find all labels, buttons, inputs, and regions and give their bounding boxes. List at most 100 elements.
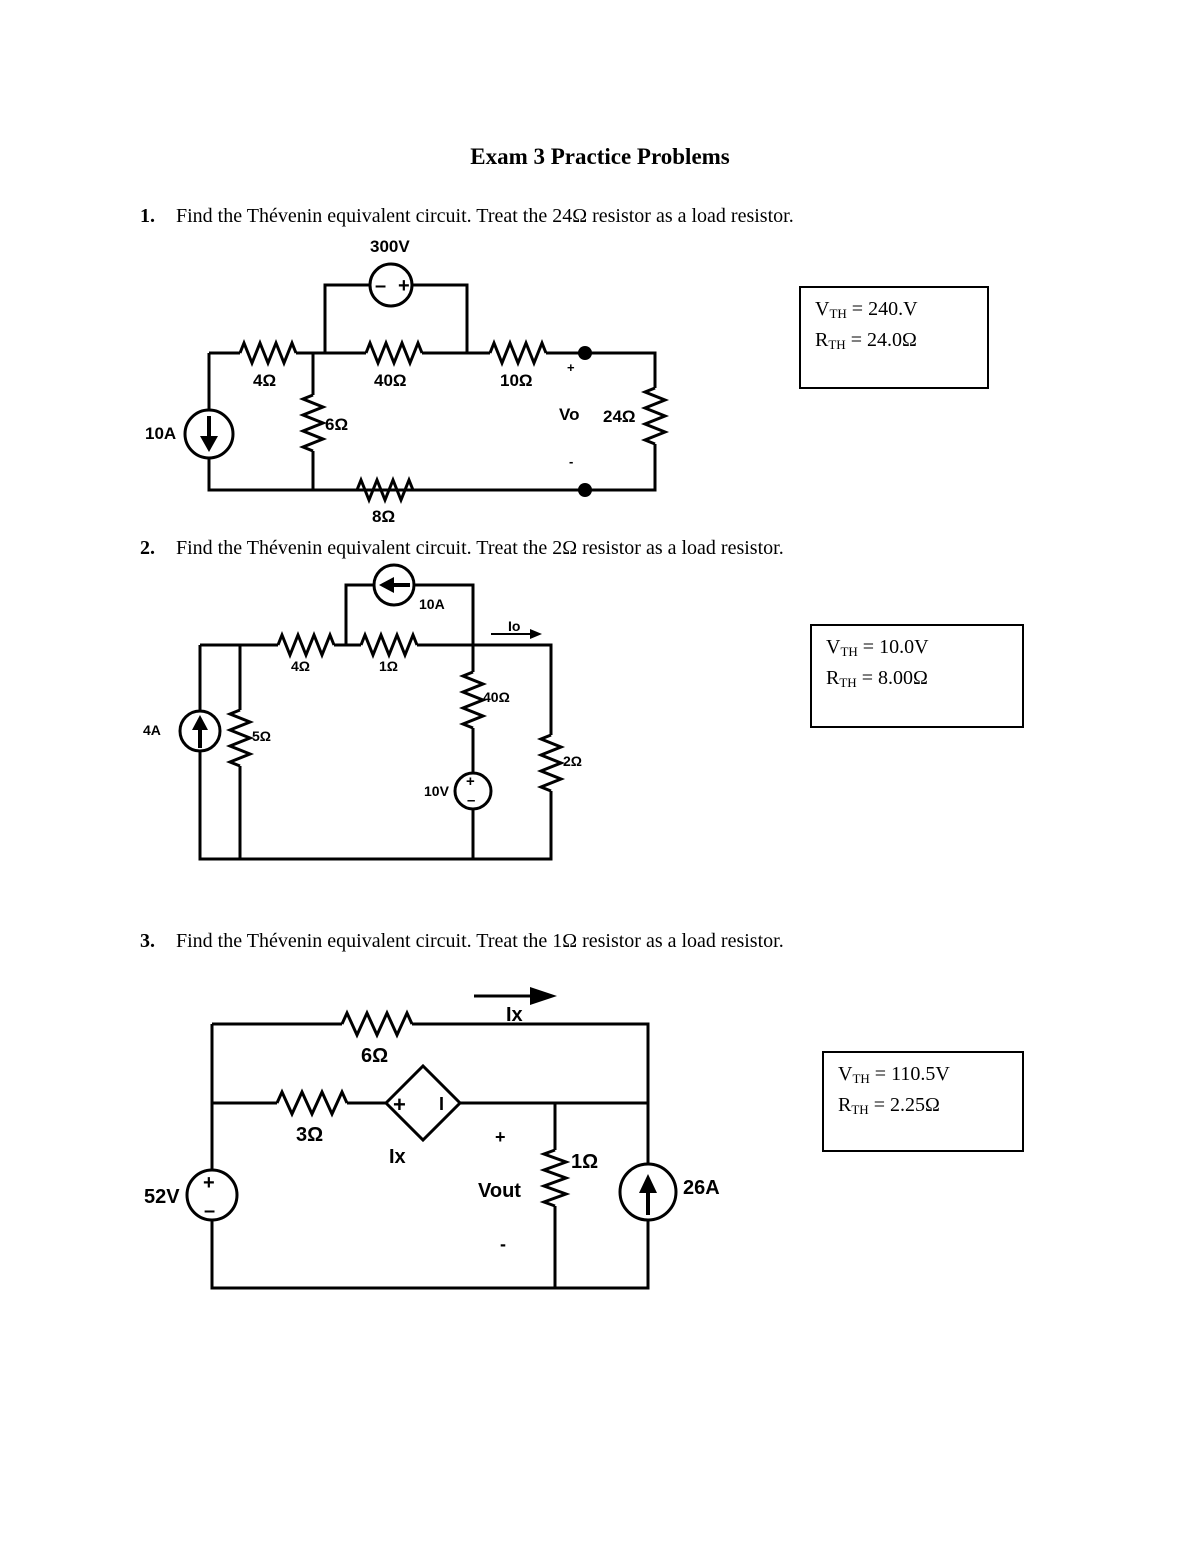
vth-label: V [815, 298, 830, 320]
resistor-1ohm [359, 630, 419, 660]
minus-sign: – [204, 1200, 215, 1222]
label-3ohm: 3Ω [296, 1124, 323, 1146]
label-10ohm: 10Ω [500, 371, 533, 390]
wire [417, 643, 553, 735]
label-5ohm: 5Ω [252, 728, 271, 744]
rth-sub: TH [839, 675, 857, 690]
rth-label: R [838, 1094, 852, 1116]
plus-sign: + [466, 773, 475, 790]
rth-value: = 2.25Ω [868, 1094, 940, 1116]
minus-sign: – [467, 792, 475, 809]
vth-sub: TH [829, 306, 847, 321]
problem-1-statement: 1.Find the Thévenin equivalent circuit. … [140, 205, 794, 228]
label-vout: Vout [478, 1180, 521, 1202]
circuit-3: + I + – Ix 6Ω 3Ω Ix 1Ω 52V 2 [144, 987, 720, 1290]
resistor-6ohm [340, 1009, 414, 1039]
arrow-head-icon [639, 1174, 657, 1193]
label-io: Io [508, 618, 520, 634]
arrow-head-icon [530, 987, 557, 1005]
label-26a: 26A [683, 1177, 720, 1199]
vth-label: V [838, 1063, 853, 1085]
problem-3-answer-box: VTH = 110.5V RTH = 2.25Ω [822, 1051, 1024, 1152]
label-plus: + [567, 360, 575, 375]
wire [210, 1024, 650, 1290]
label-4a: 4A [143, 722, 161, 738]
resistor-24ohm-load [640, 386, 670, 446]
rth-line: RTH = 2.25Ω [838, 1092, 1008, 1123]
problem-2-number: 2. [140, 537, 155, 559]
resistor-4ohm [238, 338, 298, 368]
vth-sub: TH [840, 644, 858, 659]
vth-value: = 10.0V [857, 636, 929, 658]
label-40ohm: 40Ω [374, 371, 407, 390]
rth-value: = 8.00Ω [856, 667, 928, 689]
label-10a: 10A [145, 424, 176, 443]
resistor-40ohm [458, 670, 488, 730]
wire [412, 1022, 650, 1163]
vth-value: = 240.V [846, 298, 918, 320]
label-1ohm: 1Ω [571, 1151, 598, 1173]
label-10a: 10A [419, 596, 445, 612]
label-4ohm: 4Ω [253, 371, 276, 390]
arrow-head-icon [192, 715, 208, 730]
terminal-node [578, 346, 592, 360]
circuit-1: – + 300V 4Ω 40Ω 10Ω 6Ω 8Ω 24Ω 10A Vo [145, 237, 670, 526]
resistor-40ohm [364, 338, 424, 368]
wire [546, 351, 657, 388]
label-vo: Vo [559, 405, 579, 424]
rth-sub: TH [828, 337, 846, 352]
problem-1-text: Find the Thévenin equivalent circuit. Tr… [176, 205, 794, 227]
rth-line: RTH = 24.0Ω [815, 327, 973, 358]
rth-sub: TH [851, 1102, 869, 1117]
problem-2-text: Find the Thévenin equivalent circuit. Tr… [176, 537, 784, 559]
plus-sign: + [203, 1172, 215, 1194]
resistor-10ohm [488, 338, 548, 368]
problem-2-statement: 2. Find the Thévenin equivalent circuit. … [140, 537, 784, 560]
resistor-4ohm [276, 630, 336, 660]
resistor-6ohm [298, 393, 328, 453]
vth-line: VTH = 110.5V [838, 1061, 1008, 1092]
problem-1-answer-box: VTH = 240.V RTH = 24.0Ω [799, 286, 989, 389]
vth-sub: TH [852, 1071, 870, 1086]
page-title: Exam 3 Practice Problems [470, 144, 730, 169]
label-40ohm: 40Ω [483, 689, 510, 705]
label-minus: - [500, 1234, 506, 1254]
circuit-2: + – 10A Io 4Ω 1Ω 40Ω 5Ω 2Ω 4A 10V [143, 563, 582, 861]
label-52v: 52V [144, 1186, 180, 1208]
label-300v: 300V [370, 237, 410, 256]
label-4ohm: 4Ω [291, 658, 310, 674]
label-2ohm: 2Ω [563, 753, 582, 769]
vth-value: = 110.5V [869, 1063, 950, 1085]
resistor-8ohm [355, 475, 415, 505]
label-6ohm: 6Ω [361, 1045, 388, 1067]
problem-2-answer-box: VTH = 10.0V RTH = 8.00Ω [810, 624, 1024, 728]
label-plus: + [495, 1127, 506, 1147]
rth-label: R [826, 667, 840, 689]
vth-line: VTH = 240.V [815, 296, 973, 327]
terminal-node [578, 483, 592, 497]
plus-sign: + [398, 275, 410, 297]
vth-label: V [826, 636, 841, 658]
arrow-head-icon [200, 436, 218, 452]
label-10v: 10V [424, 783, 450, 799]
vth-line: VTH = 10.0V [826, 634, 1008, 665]
label-24ohm: 24Ω [603, 407, 636, 426]
label-ix-top: Ix [506, 1004, 523, 1026]
rth-line: RTH = 8.00Ω [826, 665, 1008, 696]
problem-3-statement: 3.Find the Thévenin equivalent circuit. … [140, 930, 784, 953]
label-minus: - [569, 454, 573, 469]
voltage-source-10v [453, 771, 493, 811]
resistor-1ohm-load [539, 1148, 571, 1208]
wire [323, 283, 469, 353]
label-ix-dep: Ix [389, 1146, 406, 1168]
problem-3-text: Find the Thévenin equivalent circuit. Tr… [176, 930, 784, 952]
wire [344, 583, 475, 645]
resistor-5ohm [225, 708, 255, 768]
voltage-source-300v [368, 262, 414, 308]
rth-label: R [815, 329, 829, 351]
label-8ohm: 8Ω [372, 507, 395, 526]
plus-sign: + [393, 1092, 406, 1117]
arrow-head-icon [530, 629, 542, 639]
